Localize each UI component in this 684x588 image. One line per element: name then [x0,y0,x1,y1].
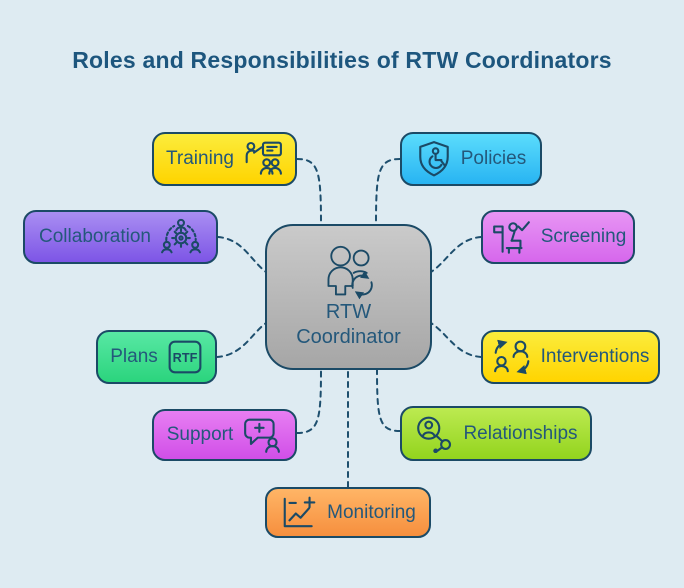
chart-plus-icon [283,496,316,527]
node-label: Policies [460,148,527,169]
rtf-document-icon: RTF [168,340,202,374]
connector-screening [430,236,482,273]
rtf-icon-text: RTF [172,351,197,365]
node-relationships: Relationships [400,406,592,461]
node-label: Plans [110,346,158,367]
page-title: Roles and Responsibilities of RTW Coordi… [72,47,612,73]
connector-interventions [430,322,482,358]
people-sync-icon [327,245,373,300]
connector-plans [216,322,267,358]
people-exchange-icon [493,339,529,375]
node-interventions: Interventions [481,330,660,384]
node-plans: Plans RTF [96,330,217,384]
chat-medical-person-icon [244,418,281,453]
shield-accessibility-icon [418,141,449,177]
connector-training [296,158,322,226]
connector-collaboration [217,236,267,273]
center-node-label-line2: Coordinator [296,326,401,348]
connector-policies [375,158,401,226]
node-label: Relationships [463,422,578,444]
node-label: Screening [540,226,627,247]
center-node-rtw-coordinator: RTW Coordinator [265,224,432,370]
node-policies: Policies [400,132,542,186]
node-screening: Screening [481,210,635,264]
node-training: Training [152,132,297,186]
node-support: Support [152,409,297,461]
interview-check-icon [492,221,530,254]
team-gear-icon [161,218,201,254]
node-label: Collaboration [39,226,151,247]
node-label: Monitoring [327,501,416,523]
node-label: Interventions [540,346,650,367]
node-label: Training [166,148,234,169]
center-node-label-line1: RTW [325,301,372,323]
person-network-icon [417,416,452,453]
node-monitoring: Monitoring [265,487,431,538]
trainer-presentation-icon [245,141,282,175]
connector-support [296,368,322,434]
node-collaboration: Collaboration [23,210,218,264]
connector-relationships [376,368,401,432]
node-label: Support [166,424,234,445]
